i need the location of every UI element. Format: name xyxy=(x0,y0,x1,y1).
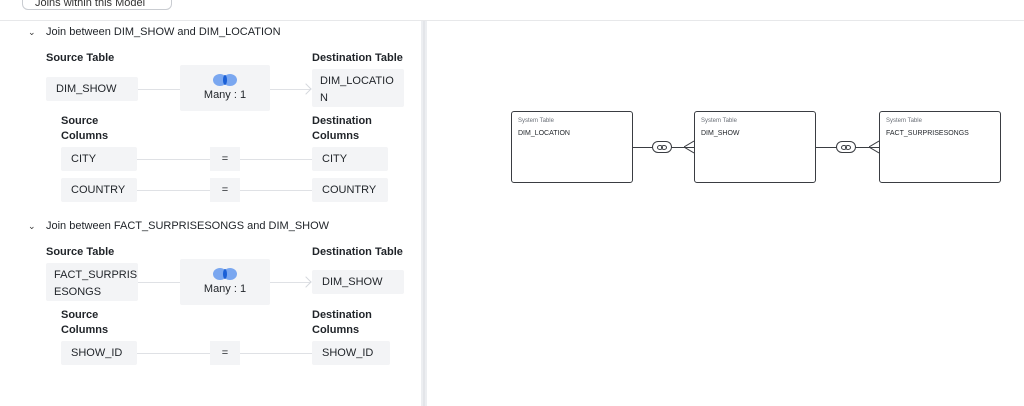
destination-columns-label-l1: Destination xyxy=(312,309,372,321)
connector-line xyxy=(138,89,180,90)
joins-model-button[interactable]: Joins within this Model xyxy=(22,0,172,10)
connector-line xyxy=(270,89,310,90)
source-columns-label: Source Columns xyxy=(61,114,108,144)
source-column-field[interactable]: SHOW_ID xyxy=(61,341,137,365)
join-link-icon[interactable] xyxy=(652,141,672,153)
join-2-source-table-line2: ESONGS xyxy=(54,286,102,298)
crows-foot-many-icon xyxy=(869,140,879,154)
join-2-cardinality-text: Many : 1 xyxy=(203,283,247,295)
diagram-node-fact-surprisesongs[interactable]: System Table FACT_SURPRISESONGS xyxy=(879,111,1001,183)
destination-column-value: CITY xyxy=(322,153,348,165)
arrow-right-icon xyxy=(300,276,312,288)
diagram-node-dim-show[interactable]: System Table DIM_SHOW xyxy=(694,111,816,183)
arrow-right-icon xyxy=(300,83,312,95)
node-type-label: System Table xyxy=(701,118,737,124)
destination-table-label: Destination Table xyxy=(312,246,403,258)
panel-resize-handle[interactable] xyxy=(421,21,427,406)
join-1-cardinality[interactable]: Many : 1 xyxy=(180,65,270,111)
destination-column-value: COUNTRY xyxy=(322,184,377,196)
source-columns-label: Source Columns xyxy=(61,308,108,338)
joins-list-panel: ⌄ Join between DIM_SHOW and DIM_LOCATION… xyxy=(0,21,421,406)
connector-line xyxy=(240,190,312,191)
join-1-source-table-text: DIM_SHOW xyxy=(56,83,117,95)
connector-line xyxy=(240,353,312,354)
join-1-cardinality-text: Many : 1 xyxy=(203,89,247,101)
join-1-header[interactable]: ⌄ Join between DIM_SHOW and DIM_LOCATION xyxy=(28,26,281,38)
source-columns-label-l2: Columns xyxy=(61,130,109,142)
node-name: DIM_LOCATION xyxy=(518,130,570,137)
destination-columns-label-l2: Columns xyxy=(312,324,360,336)
inner-join-icon xyxy=(213,268,237,280)
source-columns-label-l1: Source xyxy=(61,115,99,127)
join-1-destination-table-line2: N xyxy=(320,92,328,104)
joins-model-button-label: Joins within this Model xyxy=(35,0,146,9)
connector-line xyxy=(137,190,210,191)
source-column-value: COUNTRY xyxy=(71,184,126,196)
connector-line xyxy=(137,353,210,354)
join-2-source-table-line1: FACT_SURPRIS xyxy=(54,269,138,281)
join-1-destination-table-line1: DIM_LOCATIO xyxy=(320,75,394,87)
equals-operator: = xyxy=(210,147,240,171)
destination-columns-label: Destination Columns xyxy=(312,114,372,144)
crows-foot-many-icon xyxy=(684,140,694,154)
join-2-destination-table-text: DIM_SHOW xyxy=(322,276,383,288)
node-type-label: System Table xyxy=(518,118,554,124)
join-2-header[interactable]: ⌄ Join between FACT_SURPRISESONGS and DI… xyxy=(28,220,329,232)
inner-join-icon xyxy=(213,74,237,86)
join-1-destination-table[interactable]: DIM_LOCATIO N xyxy=(312,69,404,107)
connector-line xyxy=(138,282,180,283)
diagram-canvas[interactable]: System Table DIM_LOCATION System Table D… xyxy=(427,21,1024,406)
join-1-title: Join between DIM_SHOW and DIM_LOCATION xyxy=(46,26,281,38)
connector-line xyxy=(270,282,310,283)
equals-operator: = xyxy=(210,178,240,202)
source-column-field[interactable]: CITY xyxy=(61,147,137,171)
connector-line xyxy=(240,159,312,160)
source-column-value: CITY xyxy=(71,153,97,165)
equals-operator: = xyxy=(210,341,240,365)
source-columns-label-l2: Columns xyxy=(61,324,109,336)
source-columns-label-l1: Source xyxy=(61,309,99,321)
join-2-source-table[interactable]: FACT_SURPRIS ESONGS xyxy=(46,263,138,301)
destination-columns-label: Destination Columns xyxy=(312,308,372,338)
join-2-title: Join between FACT_SURPRISESONGS and DIM_… xyxy=(46,220,330,232)
destination-column-field[interactable]: CITY xyxy=(312,147,388,171)
chevron-down-icon[interactable]: ⌄ xyxy=(28,220,36,231)
source-table-label: Source Table xyxy=(46,246,115,258)
join-2-destination-table[interactable]: DIM_SHOW xyxy=(312,270,404,294)
top-divider xyxy=(0,20,1024,21)
node-name: FACT_SURPRISESONGS xyxy=(886,130,969,137)
join-2-cardinality[interactable]: Many : 1 xyxy=(180,259,270,305)
destination-column-field[interactable]: COUNTRY xyxy=(312,178,388,202)
destination-column-value: SHOW_ID xyxy=(322,347,374,359)
destination-column-field[interactable]: SHOW_ID xyxy=(312,341,390,365)
node-name: DIM_SHOW xyxy=(701,130,740,137)
diagram-node-dim-location[interactable]: System Table DIM_LOCATION xyxy=(511,111,633,183)
connector-line xyxy=(137,159,210,160)
destination-columns-label-l2: Columns xyxy=(312,130,360,142)
source-column-value: SHOW_ID xyxy=(71,347,123,359)
join-link-icon[interactable] xyxy=(836,141,856,153)
join-1-source-table[interactable]: DIM_SHOW xyxy=(46,77,138,101)
source-table-label: Source Table xyxy=(46,52,115,64)
destination-columns-label-l1: Destination xyxy=(312,115,372,127)
destination-table-label: Destination Table xyxy=(312,52,403,64)
source-column-field[interactable]: COUNTRY xyxy=(61,178,137,202)
chevron-down-icon[interactable]: ⌄ xyxy=(28,26,36,37)
node-type-label: System Table xyxy=(886,118,922,124)
